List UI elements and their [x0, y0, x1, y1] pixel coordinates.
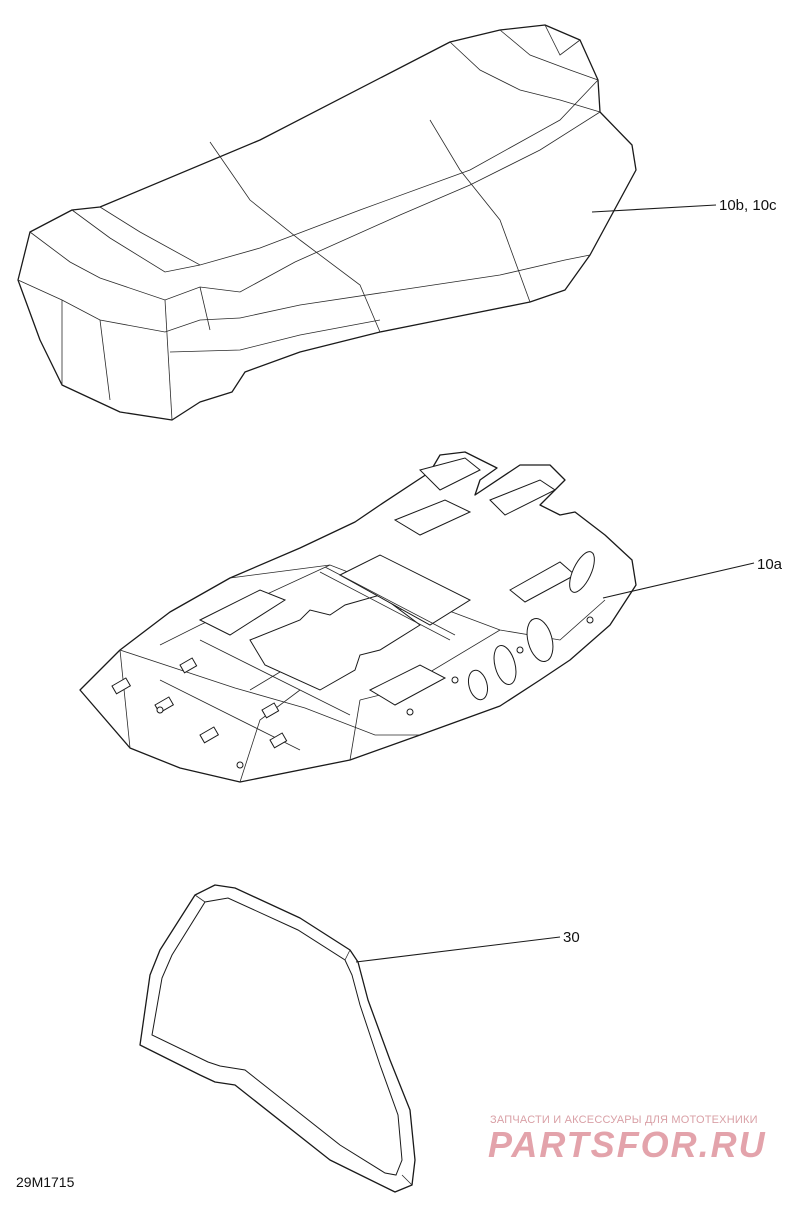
callout-seat-base: 10a — [757, 556, 783, 573]
backrest-frame-part — [139, 884, 416, 1193]
watermark-tagline: ЗАПЧАСТИ И АКСЕССУАРЫ ДЛЯ МОТОТЕХНИКИ — [490, 1114, 758, 1126]
seat-cover-part — [17, 24, 637, 421]
callout-backrest-frame: 30 — [563, 929, 580, 946]
seat-base-part — [79, 451, 637, 783]
watermark-logo: PARTSFOR.RU — [488, 1124, 767, 1165]
callout-seat-cover: 10b, 10c — [719, 197, 777, 214]
leader-line-30 — [355, 936, 561, 963]
leader-line-10a — [602, 562, 755, 599]
figure-code: 29M1715 — [16, 1174, 75, 1190]
leader-line-10bc — [591, 204, 717, 213]
